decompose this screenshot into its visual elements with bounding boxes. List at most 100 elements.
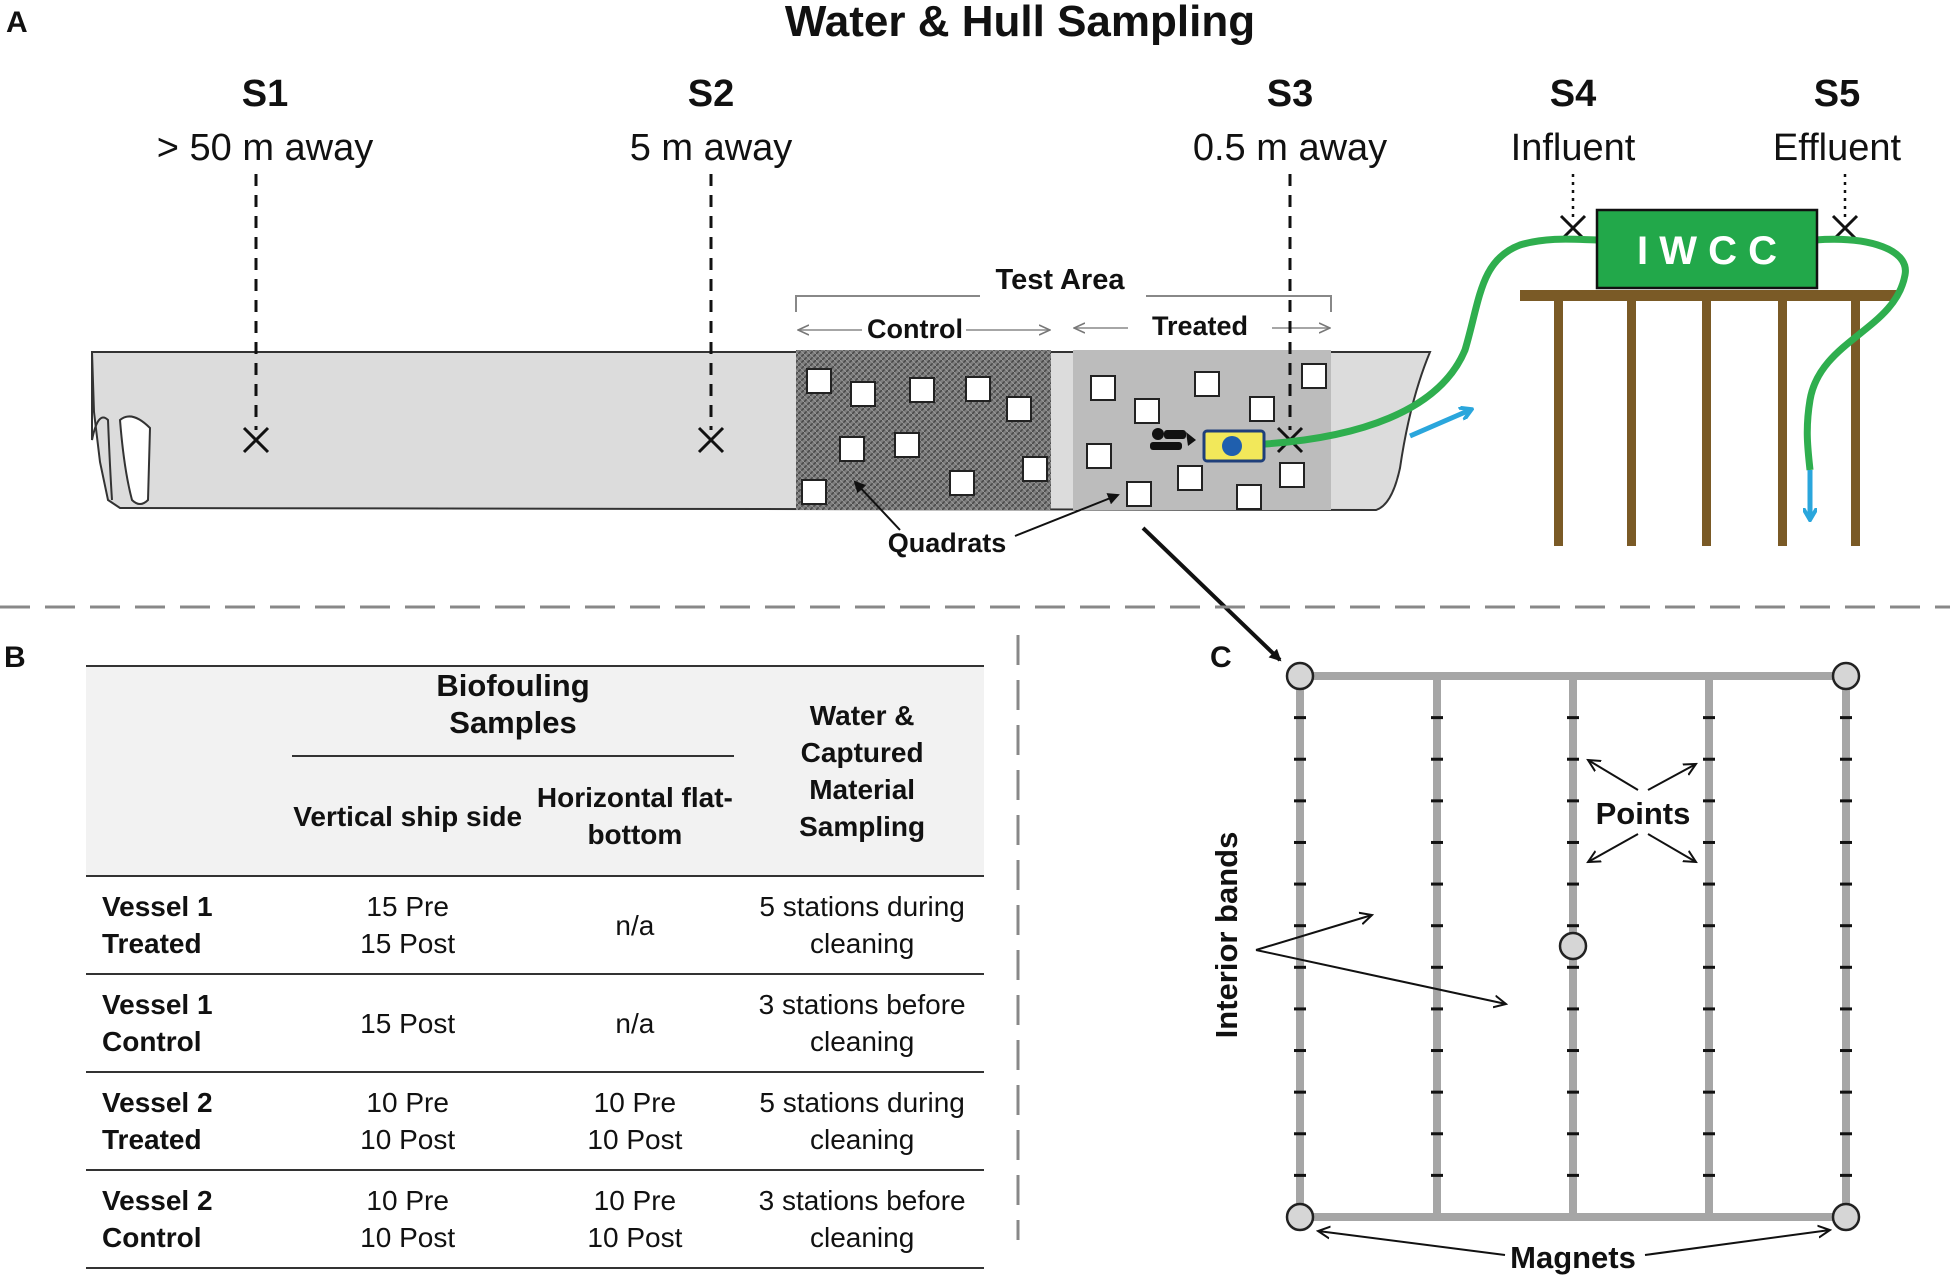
header-vertical-ship-side: Vertical ship side bbox=[293, 800, 523, 832]
test-area-bracket bbox=[795, 295, 1332, 312]
panel-a-letter: A bbox=[6, 6, 28, 39]
cell-water: 3 stations before cleaning bbox=[740, 973, 984, 1072]
station-s2-label: 5 m away bbox=[630, 127, 793, 169]
cell-vertical: 10 Pre 10 Post bbox=[285, 1169, 530, 1269]
header-biofouling-samples: Biofouling Samples bbox=[285, 665, 741, 757]
station-s1-id: S1 bbox=[242, 73, 288, 115]
magnets-arrows bbox=[1318, 1230, 1830, 1256]
quadrats-treated bbox=[1086, 363, 1327, 510]
header-corner bbox=[86, 665, 286, 876]
station-s2-marker bbox=[697, 426, 725, 454]
cell-vertical: 10 Pre 10 Post bbox=[285, 1071, 530, 1170]
quadrat bbox=[909, 377, 935, 403]
cell-horizontal: n/a bbox=[529, 875, 741, 974]
table-row: Vessel 2 Control 10 Pre 10 Post 10 Pre 1… bbox=[86, 1169, 984, 1269]
quadrat bbox=[1301, 363, 1327, 389]
table-row: Vessel 2 Treated 10 Pre 10 Post 10 Pre 1… bbox=[86, 1071, 984, 1170]
quadrat bbox=[1279, 462, 1305, 488]
sampling-grid bbox=[1285, 661, 1861, 1232]
influent-hose bbox=[1247, 235, 1601, 449]
cell-horizontal: 10 Pre 10 Post bbox=[529, 1169, 741, 1269]
quadrat bbox=[1126, 481, 1152, 507]
cell-horizontal: 10 Pre 10 Post bbox=[529, 1071, 741, 1170]
control-area bbox=[796, 350, 1051, 510]
hull-rudder bbox=[118, 415, 152, 505]
magnets-label: Magnets bbox=[1510, 1240, 1636, 1275]
cell-water: 5 stations during cleaning bbox=[740, 875, 984, 974]
effluent-hose bbox=[1803, 235, 1909, 471]
grid-tick-marks bbox=[1294, 716, 1852, 1177]
iwcc-label: I W C C bbox=[1637, 229, 1777, 273]
magnet bbox=[1831, 1202, 1861, 1232]
quadrat bbox=[949, 470, 975, 496]
header-water-sampling: Water & Captured Material Sampling bbox=[740, 665, 984, 876]
magnet bbox=[1285, 1202, 1315, 1232]
test-area-label: Test Area bbox=[996, 264, 1126, 296]
treated-label: Treated bbox=[1152, 311, 1248, 341]
cell-water: 5 stations during cleaning bbox=[740, 1071, 984, 1170]
table-row: Vessel 1 Control 15 Post n/a 3 stations … bbox=[86, 973, 984, 1072]
cleaning-tool-nozzle bbox=[1222, 436, 1242, 456]
interior-bands-label: Interior bands bbox=[1209, 832, 1244, 1039]
quadrat bbox=[1177, 465, 1203, 491]
row-label: Vessel 2 Control bbox=[86, 1169, 286, 1269]
cell-horizontal: n/a bbox=[529, 973, 741, 1072]
cell-vertical: 15 Pre 15 Post bbox=[285, 875, 530, 974]
quadrats-label: Quadrats bbox=[888, 528, 1007, 558]
biofouling-sample-table: Biofouling Samples Water & Captured Mate… bbox=[86, 665, 984, 1269]
quadrat bbox=[801, 479, 827, 505]
quadrat bbox=[1086, 443, 1112, 469]
quadrat bbox=[965, 376, 991, 402]
magnet bbox=[1558, 931, 1588, 961]
zoom-arrow-to-panel-c bbox=[1141, 526, 1282, 662]
panel-b-letter: B bbox=[4, 641, 26, 674]
panel-c-letter: C bbox=[1210, 641, 1232, 674]
quadrat bbox=[1236, 484, 1262, 510]
points-arrows bbox=[1588, 760, 1696, 862]
quadrat bbox=[806, 368, 832, 394]
cell-vertical: 15 Post bbox=[285, 973, 530, 1072]
magnet bbox=[1285, 661, 1315, 691]
dock bbox=[1520, 290, 1898, 546]
station-s1-label: > 50 m away bbox=[157, 127, 374, 169]
control-label: Control bbox=[867, 314, 963, 344]
quadrat bbox=[839, 436, 865, 462]
station-s3-id: S3 bbox=[1267, 73, 1313, 115]
quadrat bbox=[1006, 396, 1032, 422]
cell-water: 3 stations before cleaning bbox=[740, 1169, 984, 1269]
magnets bbox=[1285, 661, 1861, 1232]
station-s5-label: Effluent bbox=[1773, 127, 1902, 169]
station-s3-label: 0.5 m away bbox=[1193, 127, 1387, 169]
quadrat bbox=[1249, 396, 1275, 422]
iwcc-unit bbox=[1595, 208, 1819, 290]
magnet bbox=[1831, 661, 1861, 691]
row-label: Vessel 1 Control bbox=[86, 973, 286, 1072]
panel-a-title: Water & Hull Sampling bbox=[785, 0, 1255, 46]
diver-icon bbox=[1150, 428, 1196, 450]
row-label: Vessel 1 Treated bbox=[86, 875, 286, 974]
quadrats-pointer-control bbox=[853, 480, 901, 531]
quadrat bbox=[894, 432, 920, 458]
points-label: Points bbox=[1596, 796, 1691, 831]
interior-bands-arrows bbox=[1255, 915, 1506, 1004]
quadrat bbox=[1134, 398, 1160, 424]
quadrat bbox=[850, 381, 876, 407]
row-label: Vessel 2 Treated bbox=[86, 1071, 286, 1170]
quadrat bbox=[1194, 371, 1220, 397]
station-s1-marker bbox=[242, 426, 270, 454]
table-row: Vessel 1 Treated 15 Pre 15 Post n/a 5 st… bbox=[86, 875, 984, 974]
station-s5-id: S5 bbox=[1814, 73, 1860, 115]
station-leaders bbox=[254, 174, 1292, 430]
table-header-row: Biofouling Samples Water & Captured Mate… bbox=[86, 665, 984, 876]
quadrats-control bbox=[801, 368, 1048, 505]
header-biofouling-samples-text: Biofouling Samples bbox=[291, 667, 735, 757]
flow-arrow-influent bbox=[1409, 410, 1470, 439]
quadrats-pointer-treated bbox=[1014, 493, 1120, 537]
station-s2-id: S2 bbox=[688, 73, 734, 115]
station-s4-label: Influent bbox=[1511, 127, 1636, 169]
quadrat bbox=[1090, 375, 1116, 401]
hull-waterline-notch bbox=[91, 352, 113, 501]
station-s4-id: S4 bbox=[1550, 73, 1596, 115]
header-horizontal-flat-bottom: Horizontal flat-bottom bbox=[536, 782, 733, 850]
